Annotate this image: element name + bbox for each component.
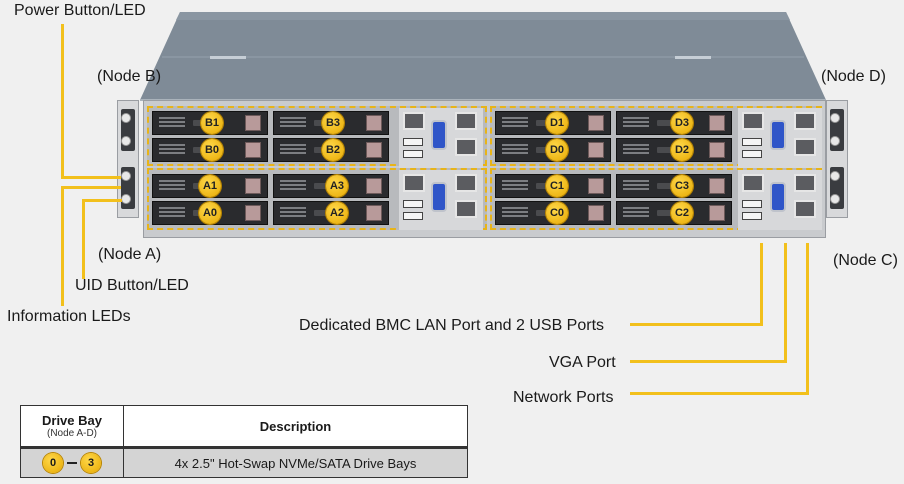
- node-d-io-panel: [738, 108, 822, 168]
- legend-header-row: Drive Bay (Node A-D) Description: [20, 405, 468, 448]
- leader-line-power: [61, 176, 121, 179]
- leader-line-network: [630, 392, 809, 395]
- node-c-io-panel: [738, 170, 822, 230]
- node-b: B1 B3 B0 B2: [147, 106, 487, 168]
- chassis-top-cover: [140, 12, 826, 101]
- label-node-c: (Node C): [833, 252, 898, 269]
- bay-badge-end: 3: [81, 453, 101, 473]
- bay-badge: C1: [546, 175, 568, 197]
- bmc-lan-port[interactable]: [403, 112, 425, 130]
- bay-badge-start: 0: [43, 453, 63, 473]
- vga-port[interactable]: [431, 182, 447, 212]
- bay-badge: D1: [546, 112, 568, 134]
- leader-line-uid: [82, 199, 85, 279]
- node-b-io-panel: [399, 108, 483, 168]
- leader-line-info-leds: [61, 186, 64, 306]
- bay-badge: C0: [546, 202, 568, 224]
- bmc-lan-port[interactable]: [742, 174, 764, 192]
- network-port[interactable]: [455, 200, 477, 218]
- leader-line-uid: [82, 199, 122, 202]
- leader-line-bmc: [760, 243, 763, 326]
- label-information-leds: Information LEDs: [7, 308, 131, 325]
- label-vga-port: VGA Port: [549, 354, 616, 371]
- network-port[interactable]: [794, 200, 816, 218]
- node-b-power-button[interactable]: [121, 113, 131, 123]
- range-dash: [67, 462, 77, 464]
- bay-badge: A3: [326, 175, 348, 197]
- bmc-lan-port[interactable]: [742, 112, 764, 130]
- network-port[interactable]: [455, 174, 477, 192]
- bay-badge: B1: [201, 112, 223, 134]
- label-bmc-lan-usb: Dedicated BMC LAN Port and 2 USB Ports: [299, 317, 605, 334]
- bay-badge: A2: [326, 202, 348, 224]
- leader-line-vga: [784, 243, 787, 363]
- network-port[interactable]: [455, 112, 477, 130]
- bay-badge: D0: [546, 139, 568, 161]
- usb-port[interactable]: [403, 150, 423, 158]
- right-rack-ear: [826, 100, 848, 218]
- node-a: A1 A3 A0 A2: [147, 168, 487, 230]
- usb-port[interactable]: [742, 138, 762, 146]
- bay-badge: C2: [671, 202, 693, 224]
- bay-badge: C3: [671, 175, 693, 197]
- label-uid-button: UID Button/LED: [75, 277, 189, 294]
- bay-badge: B3: [322, 112, 344, 134]
- node-a-uid-button[interactable]: [121, 194, 131, 204]
- node-c: C1 C3 C0 C2: [490, 168, 822, 230]
- leader-line-power: [61, 24, 64, 178]
- left-rack-ear: [117, 100, 139, 218]
- vga-port[interactable]: [770, 182, 786, 212]
- bmc-lan-port[interactable]: [403, 174, 425, 192]
- node-c-power-button[interactable]: [830, 171, 840, 181]
- leader-line-info-leds: [61, 186, 121, 189]
- leader-line-network: [806, 243, 809, 395]
- usb-port[interactable]: [742, 212, 762, 220]
- bay-badge: D2: [671, 139, 693, 161]
- label-network-ports: Network Ports: [513, 389, 614, 406]
- bay-badge: A0: [199, 202, 221, 224]
- usb-port[interactable]: [403, 138, 423, 146]
- network-port[interactable]: [794, 138, 816, 156]
- usb-port[interactable]: [403, 212, 423, 220]
- node-a-io-panel: [399, 170, 483, 230]
- label-power-button: Power Button/LED: [14, 2, 146, 19]
- legend-col-drive-bay: Drive Bay (Node A-D): [20, 405, 124, 448]
- usb-port[interactable]: [403, 200, 423, 208]
- vga-port[interactable]: [431, 120, 447, 150]
- legend-col-drive-bay-title: Drive Bay: [42, 413, 102, 428]
- legend-col-drive-bay-subtitle: (Node A-D): [46, 428, 97, 439]
- bay-badge: A1: [199, 175, 221, 197]
- bay-badge: B0: [201, 139, 223, 161]
- label-node-b: (Node B): [97, 68, 162, 85]
- network-port[interactable]: [455, 138, 477, 156]
- legend-col-description: Description: [123, 405, 468, 448]
- node-d: D1 D3 D0 D2: [490, 106, 822, 168]
- usb-port[interactable]: [742, 200, 762, 208]
- node-a-power-button[interactable]: [121, 171, 131, 181]
- node-b-uid-button[interactable]: [121, 136, 131, 146]
- bay-badge: D3: [671, 112, 693, 134]
- label-node-a: (Node A): [98, 246, 162, 263]
- leader-line-vga: [630, 360, 787, 363]
- leader-line-bmc: [630, 323, 763, 326]
- usb-port[interactable]: [742, 150, 762, 158]
- label-node-d: (Node D): [821, 68, 886, 85]
- network-port[interactable]: [794, 112, 816, 130]
- node-d-uid-button[interactable]: [830, 136, 840, 146]
- bay-badge: B2: [322, 139, 344, 161]
- legend-description: 4x 2.5" Hot-Swap NVMe/SATA Drive Bays: [123, 447, 468, 478]
- node-d-power-button[interactable]: [830, 113, 840, 123]
- network-port[interactable]: [794, 174, 816, 192]
- vga-port[interactable]: [770, 120, 786, 150]
- node-c-uid-button[interactable]: [830, 194, 840, 204]
